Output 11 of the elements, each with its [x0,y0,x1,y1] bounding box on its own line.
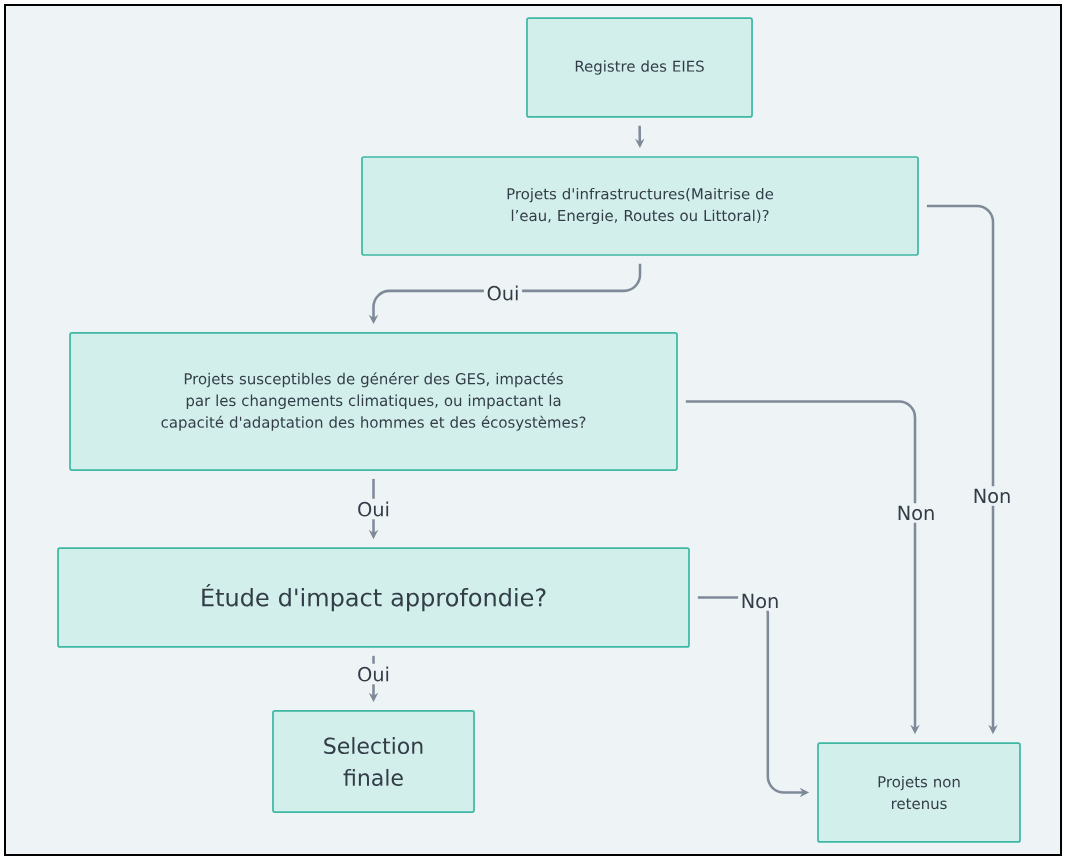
decision-box: Étude d'impact approfondie? [57,547,690,648]
edge-label: Non [738,591,782,611]
edge-label: Non [894,503,938,523]
process-box: Registre des EIES [526,17,753,118]
edge-label: Oui [354,663,393,685]
process-box: Selection finale [272,710,475,813]
decision-box: Projets d'infrastructures(Maitrise de l’eau, Energie, Routes ou Littoral)? [361,156,919,256]
edge-label: Non [970,486,1014,506]
decision-box: Projets susceptibles de générer des GES, impactés par les changements climatiques, ou impactant la capacité d'adaptation des hommes et des écosystèmes? [69,332,678,471]
edge-label: Oui [354,498,393,520]
end-box: Projets non retenus [817,742,1021,843]
